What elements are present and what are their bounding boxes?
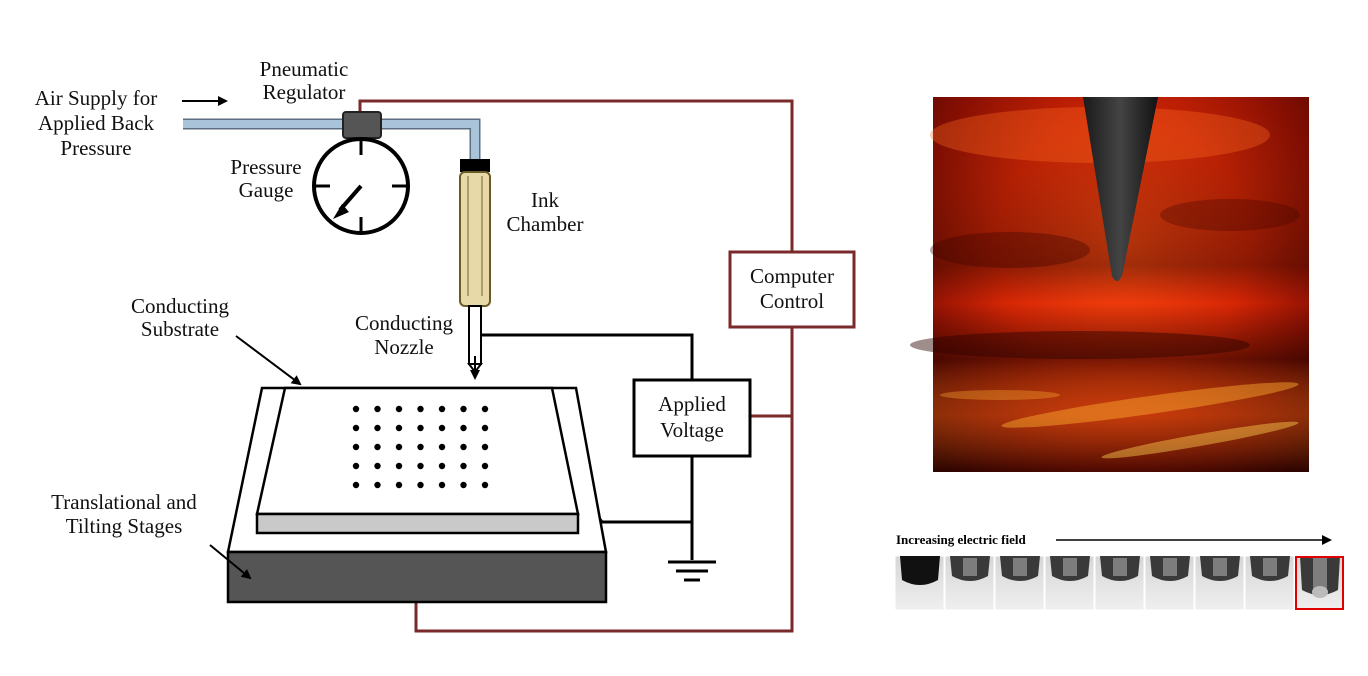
printed-dot [395, 462, 403, 470]
printed-dot [438, 424, 446, 432]
printed-dot [352, 481, 360, 489]
printed-dot [438, 462, 446, 470]
applied-voltage-label-1: Applied [658, 392, 726, 416]
printed-dot [374, 443, 381, 451]
printed-dot [481, 424, 489, 432]
photo-strip-caption: Increasing electric field [896, 532, 1026, 547]
conducting-nozzle-label-2: Nozzle [374, 335, 433, 359]
printed-dot [395, 424, 403, 432]
pneumatic-regulator-label-2: Regulator [263, 80, 346, 104]
droplet-frame-strip [894, 555, 1345, 611]
printed-dot [352, 443, 360, 451]
printed-dot [417, 405, 424, 413]
pressure-gauge-icon [312, 137, 410, 235]
wire-regulator-to-control [358, 99, 794, 252]
wire-nozzle-to-voltage [481, 333, 694, 380]
control-wiring [358, 99, 794, 633]
printed-dot [417, 462, 424, 470]
computer-control-box [728, 250, 856, 329]
computer-control-label-1: Computer [750, 264, 834, 288]
printed-dot [374, 462, 381, 470]
applied-voltage-label-2: Voltage [660, 418, 724, 442]
air-supply-label-1: Air Supply for [35, 86, 158, 110]
air-supply-label-3: Pressure [60, 136, 131, 160]
printed-dot-array [352, 405, 489, 489]
printed-dot [352, 424, 360, 432]
nozzle-micrograph [910, 97, 1309, 472]
printed-dot [374, 481, 381, 489]
droplet-frame [1144, 555, 1195, 611]
droplet-frame [944, 555, 995, 611]
stages-label-1: Translational and [51, 490, 197, 514]
droplet-frame [994, 555, 1045, 611]
ground-icon [668, 560, 716, 582]
printed-dot [460, 481, 467, 489]
droplet-frame [1294, 555, 1345, 611]
computer-control-label-2: Control [760, 289, 824, 313]
printed-dot [438, 443, 446, 451]
conducting-substrate [255, 386, 580, 535]
air-supply-label-2: Applied Back [38, 111, 155, 135]
conducting-substrate-label-2: Substrate [141, 317, 219, 341]
pneumatic-regulator-block [342, 111, 382, 139]
conducting-substrate-label-1: Conducting [131, 294, 229, 318]
printed-dot [460, 443, 467, 451]
stage-pointer-arrow [209, 544, 252, 580]
stages-label-2: Tilting Stages [66, 514, 183, 538]
air-supply-tube [183, 118, 481, 160]
printed-dot [417, 481, 424, 489]
pressure-gauge-label-2: Gauge [239, 178, 294, 202]
printed-dot [417, 443, 424, 451]
substrate-pointer-arrow [235, 335, 302, 386]
printed-dot [374, 424, 381, 432]
wire-control-to-stage [414, 327, 794, 633]
pressure-gauge-label-1: Pressure [230, 155, 301, 179]
printed-dot [352, 405, 360, 413]
droplet-frame [1044, 555, 1095, 611]
printed-dot [460, 462, 467, 470]
ink-chamber-icon [459, 159, 491, 374]
printed-dot [417, 424, 424, 432]
printed-dot [438, 481, 446, 489]
printed-dot [374, 405, 381, 413]
printed-dot [438, 405, 446, 413]
printed-dot [395, 405, 403, 413]
droplet-frame [1194, 555, 1245, 611]
printed-dot [395, 481, 403, 489]
printed-dot [481, 462, 489, 470]
ink-chamber-label-1: Ink [531, 188, 559, 212]
highlight-frame-border [1295, 556, 1344, 610]
printed-dot [481, 405, 489, 413]
pneumatic-regulator-label-1: Pneumatic [260, 57, 349, 81]
printed-dot [481, 481, 489, 489]
droplet-frame [1244, 555, 1295, 611]
droplet-frame [894, 555, 945, 611]
printed-dot [352, 462, 360, 470]
printed-dot [395, 443, 403, 451]
droplet-frame [1094, 555, 1145, 611]
printed-dot [460, 424, 467, 432]
printed-dot [481, 443, 489, 451]
printed-dot [460, 405, 467, 413]
applied-voltage-box [632, 378, 752, 458]
conducting-nozzle-label-1: Conducting [355, 311, 453, 335]
ink-chamber-label-2: Chamber [507, 212, 584, 236]
